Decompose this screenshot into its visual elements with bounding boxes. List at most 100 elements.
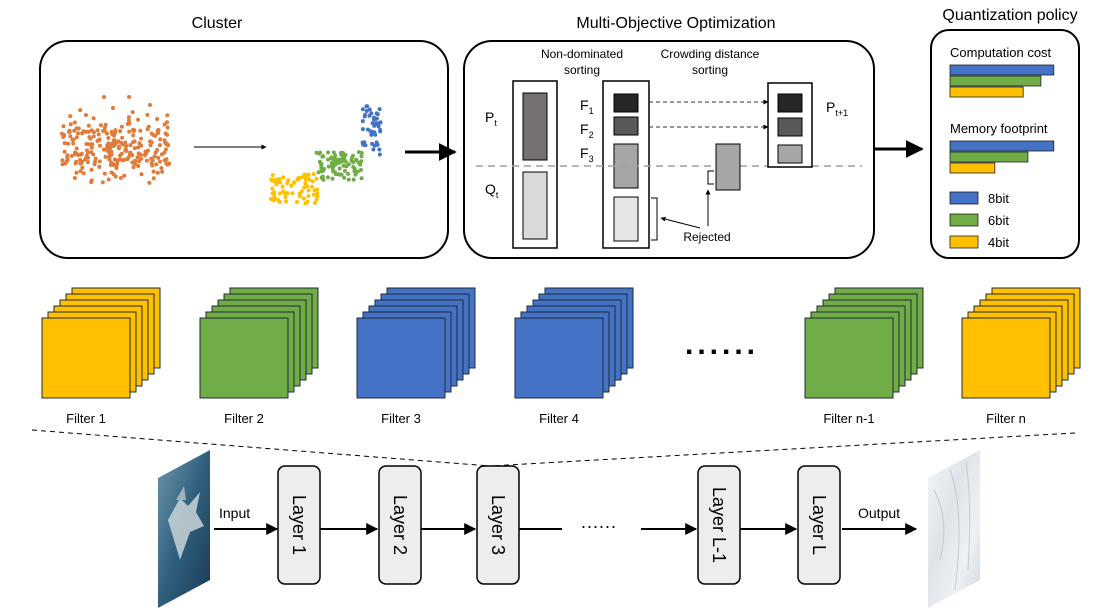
cluster-point — [272, 192, 276, 196]
cluster-point — [299, 189, 304, 194]
cluster-point — [124, 148, 129, 153]
cluster-point — [112, 138, 117, 143]
cluster-point — [333, 162, 338, 167]
rejected-arrow — [660, 216, 701, 229]
cluster-point — [74, 135, 79, 140]
cluster-point — [283, 191, 287, 196]
policy-title: Quantization policy — [942, 7, 1077, 24]
cluster-point — [106, 149, 111, 154]
filter-front-square — [41, 317, 131, 399]
cluster-point — [118, 129, 122, 134]
layer-label: Layer 1 — [289, 495, 309, 555]
crowding-label-2: sorting — [692, 63, 728, 77]
parent-population-block — [522, 92, 548, 161]
rejected-label: Rejected — [683, 230, 730, 244]
cluster-point — [95, 128, 100, 133]
cluster-point — [84, 113, 88, 117]
cluster-point — [111, 172, 116, 177]
cluster-point — [62, 149, 67, 154]
crowding-label: Crowding distance — [661, 47, 760, 61]
cluster-point — [100, 180, 105, 185]
cluster-point — [126, 118, 131, 123]
cluster-point — [150, 163, 155, 168]
cluster-point — [80, 165, 85, 170]
cluster-point — [160, 169, 165, 174]
cluster-point — [307, 177, 312, 182]
cluster-point — [109, 152, 114, 157]
cluster-point — [374, 121, 379, 126]
cluster-point — [139, 172, 144, 177]
filter-label: Filter 1 — [66, 411, 106, 426]
layer-label: Layer 2 — [390, 495, 410, 555]
cluster-point — [80, 159, 85, 164]
cluster-point — [89, 145, 94, 150]
cluster-point — [89, 142, 94, 147]
cluster-point — [72, 176, 77, 180]
cluster-point — [60, 158, 65, 163]
cluster-point — [305, 173, 310, 178]
cluster-point — [359, 150, 364, 155]
cluster-title: Cluster — [192, 15, 243, 32]
cluster-point — [155, 148, 160, 152]
cluster-point — [136, 145, 141, 150]
cluster-point — [296, 176, 301, 181]
layer-box-shape — [378, 465, 422, 585]
cluster-point — [277, 177, 282, 182]
layer-box-shape — [476, 465, 520, 585]
memory-footprint-label: Memory footprint — [950, 121, 1048, 136]
cluster-point — [62, 133, 67, 138]
cluster-point — [326, 164, 331, 169]
cluster-point — [315, 187, 320, 192]
cluster-point — [142, 153, 147, 158]
next-population-block-1 — [777, 93, 803, 113]
cluster-point — [112, 143, 117, 148]
computation-bar — [949, 75, 1042, 87]
cluster-point — [164, 157, 169, 162]
cluster-point — [354, 157, 359, 162]
cluster-point — [124, 144, 129, 148]
cluster-point — [87, 135, 92, 140]
cluster-point — [297, 191, 302, 196]
cluster-point — [378, 129, 383, 134]
cluster-point — [377, 107, 382, 112]
cluster-point — [159, 166, 164, 171]
cluster-point — [165, 132, 169, 137]
front-1-block — [613, 93, 639, 113]
cluster-point — [97, 164, 102, 169]
layer-label: Layer L — [809, 495, 829, 555]
cluster-point — [358, 162, 363, 167]
cluster-point — [319, 175, 324, 180]
cluster-point — [300, 175, 305, 180]
cluster-point — [305, 184, 310, 189]
layer-box: Layer 1 — [277, 465, 321, 585]
cluster-point — [165, 125, 170, 130]
cluster-point — [101, 147, 106, 152]
nondominated-label: Non-dominated — [541, 47, 623, 61]
memory-bar — [949, 140, 1055, 152]
filter-front-square — [514, 317, 604, 399]
cluster-point — [315, 191, 320, 196]
cluster-point — [130, 110, 135, 115]
cluster-point — [117, 144, 121, 149]
cluster-point — [144, 158, 149, 163]
cluster-point — [112, 133, 117, 138]
cluster-point — [280, 184, 285, 189]
cluster-point — [131, 133, 136, 138]
cluster-point — [150, 158, 155, 163]
cluster-point — [92, 162, 97, 167]
cluster-point — [68, 134, 73, 139]
cluster-point — [86, 123, 91, 128]
cluster-point — [346, 171, 350, 176]
cluster-point — [62, 141, 67, 146]
legend-swatch — [949, 235, 979, 249]
cluster-point — [166, 143, 170, 148]
cluster-point — [121, 142, 126, 147]
cluster-point — [145, 127, 150, 132]
cluster-point — [310, 184, 314, 189]
cluster-point — [96, 132, 101, 137]
cluster-point — [162, 150, 167, 155]
filter-front-square — [356, 317, 446, 399]
cluster-point — [359, 168, 363, 172]
